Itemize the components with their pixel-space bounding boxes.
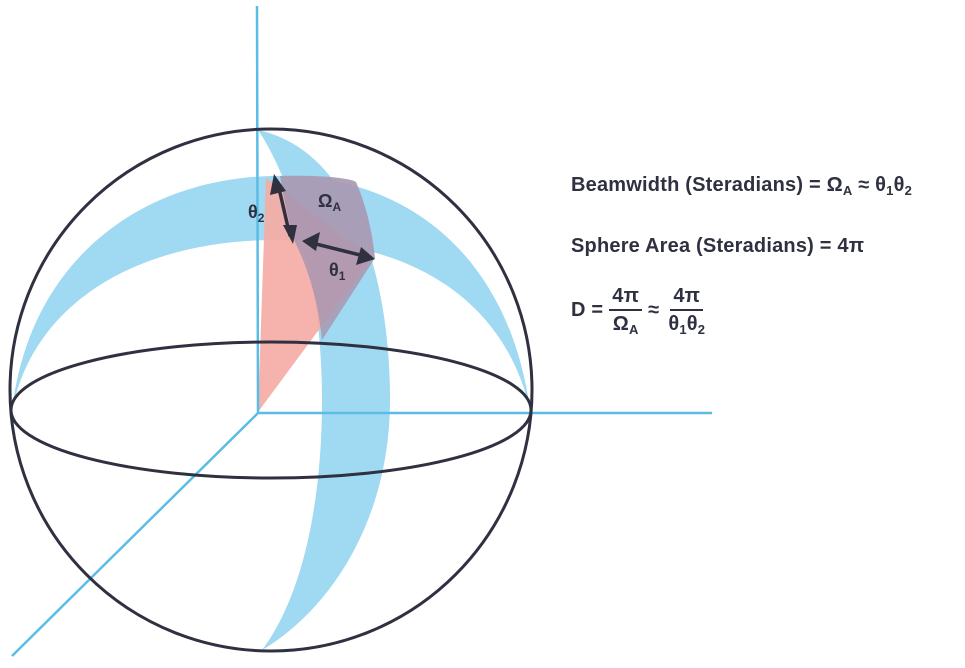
y-axis xyxy=(11,412,259,657)
fraction-4pi-over-omega: 4π ΩA xyxy=(609,286,643,336)
theta1-arrow xyxy=(302,232,375,265)
omega-a-label: ΩA xyxy=(318,191,342,214)
beamwidth-equation: Beamwidth (Steradians) = ΩA ≈ θ1θ2 xyxy=(571,174,913,198)
theta2-label: θ2 xyxy=(248,202,265,225)
theta1-label: θ1 xyxy=(329,260,346,283)
fraction-4pi-over-theta: 4π θ1θ2 xyxy=(668,285,706,337)
directivity-lhs: D = xyxy=(571,298,604,321)
approx-symbol: ≈ xyxy=(648,298,660,321)
sphere-area-equation: Sphere Area (Steradians) = 4π xyxy=(571,235,865,257)
z-axis xyxy=(255,5,260,414)
beam-patch-lower xyxy=(294,240,375,340)
beam-patch xyxy=(280,175,375,258)
sphere-outline xyxy=(8,127,534,653)
theta2-arrow xyxy=(270,174,297,244)
latitude-band xyxy=(12,175,530,410)
equator-ellipse xyxy=(9,340,533,480)
directivity-equation: D = 4π ΩA ≈ 4π θ1θ2 xyxy=(571,285,708,337)
